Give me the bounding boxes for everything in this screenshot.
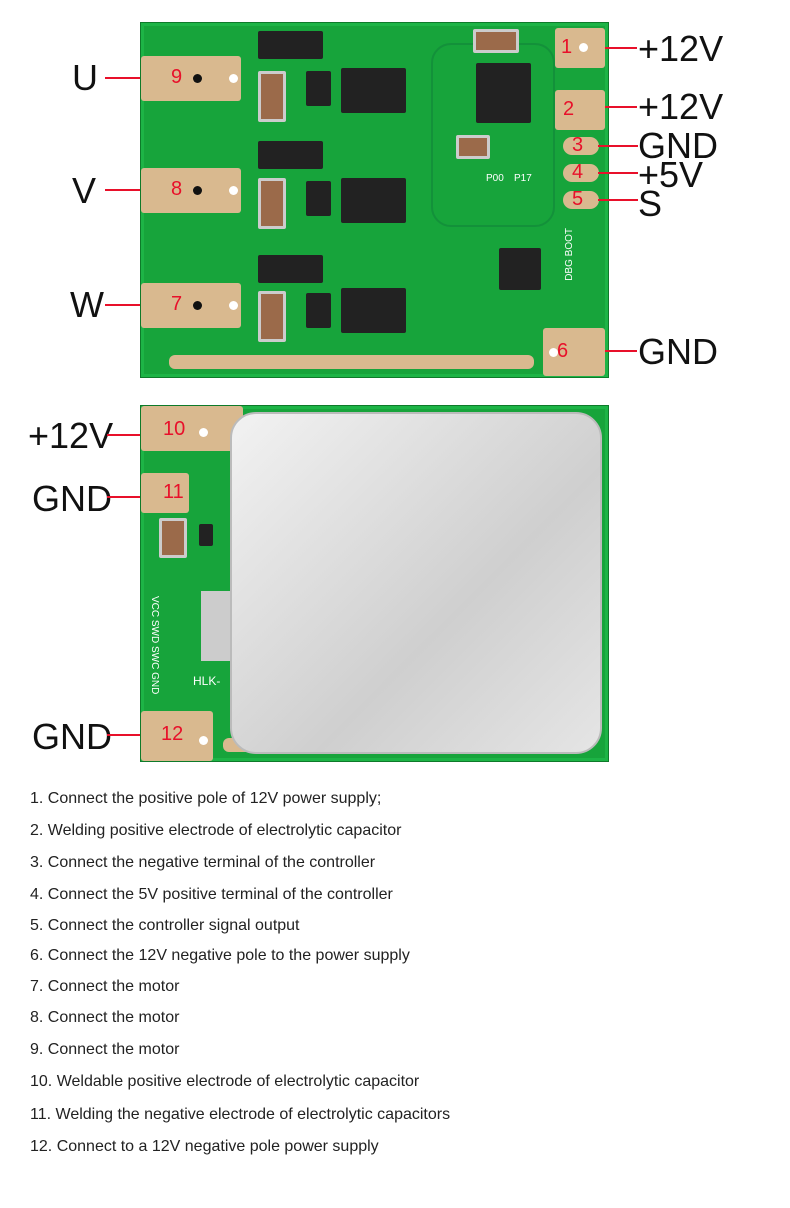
driver-chip (306, 293, 331, 328)
mosfet-chip (258, 141, 323, 169)
pin-description: 3. Connect the negative terminal of the … (30, 854, 376, 871)
capacitor (258, 178, 286, 229)
leader-line (605, 106, 637, 108)
capacitor (159, 518, 187, 558)
pad-11: 11 (141, 473, 189, 513)
pin-description: 9. Connect the motor (30, 1041, 180, 1058)
header-strip (169, 355, 534, 369)
leader-line (105, 77, 140, 79)
silk-pins: VCC SWD SWC GND (149, 596, 160, 695)
silk-p17: P17 (514, 173, 532, 184)
leader-line (107, 496, 140, 498)
pin-description: 7. Connect the motor (30, 978, 180, 995)
label-gnd: GND (638, 125, 718, 166)
label-s: S (638, 183, 663, 224)
metal-shield (230, 412, 602, 754)
pad-10: 10 (141, 406, 243, 451)
leader-line (105, 189, 140, 191)
capacitor (258, 291, 286, 342)
pad-3: 3 (563, 134, 599, 156)
label-12v-10: +12V (28, 415, 114, 456)
mosfet-chip (258, 31, 323, 59)
pad-12: 12 (141, 711, 213, 761)
pad-2: 2 (555, 90, 605, 130)
driver-chip (306, 71, 331, 106)
leader-line (605, 350, 637, 352)
leader-line (598, 172, 638, 174)
leader-line (107, 434, 140, 436)
pad-6: 6 (543, 328, 605, 376)
silk-p00: P00 (486, 173, 504, 184)
pin-description: 5. Connect the controller signal output (30, 917, 300, 934)
leader-line (107, 734, 140, 736)
pin-description: 4. Connect the 5V positive terminal of t… (30, 886, 393, 903)
label-gnd-6: GND (638, 331, 718, 372)
pin-description: 2. Welding positive electrode of electro… (30, 822, 402, 839)
diode (199, 524, 213, 546)
pin-description: 10. Weldable positive electrode of elect… (30, 1073, 420, 1090)
mosfet-chip (258, 255, 323, 283)
driver-chip (341, 288, 406, 333)
label-u: U (72, 57, 98, 98)
pad-1: 1 (555, 28, 605, 68)
label-12v-2: +12V (638, 86, 724, 127)
pin-description: 1. Connect the positive pole of 12V powe… (30, 790, 382, 807)
mcu-chip (499, 248, 541, 290)
module-pins (201, 591, 231, 661)
top-pcb-board: P00 P17 DBG BOOT 9 8 7 1 2 3 4 5 6 (140, 22, 609, 378)
pad-8: 8 (141, 168, 241, 213)
pad-5: 5 (563, 188, 599, 210)
label-w: W (70, 284, 104, 325)
pad-7: 7 (141, 283, 241, 328)
leader-line (105, 304, 140, 306)
pin-description: 12. Connect to a 12V negative pole power… (30, 1138, 379, 1155)
label-gnd-11: GND (32, 478, 112, 519)
capacitor (473, 29, 519, 53)
pad-9: 9 (141, 56, 241, 101)
silk-module: HLK- (193, 674, 221, 688)
capacitor (456, 135, 490, 159)
leader-line (598, 199, 638, 201)
label-gnd-12: GND (32, 716, 112, 757)
pad-4: 4 (563, 161, 599, 183)
pin-description: 11. Welding the negative electrode of el… (30, 1106, 451, 1123)
label-v: V (72, 170, 97, 211)
pin-description: 8. Connect the motor (30, 1009, 180, 1026)
driver-chip (341, 68, 406, 113)
silk-dbg-boot: DBG BOOT (564, 228, 575, 281)
driver-chip (306, 181, 331, 216)
label-12v-1: +12V (638, 28, 724, 69)
leader-line (605, 47, 637, 49)
capacitor (258, 71, 286, 122)
driver-chip (341, 178, 406, 223)
regulator-chip (476, 63, 531, 123)
label-5v: +5V (638, 154, 704, 195)
leader-line (598, 145, 638, 147)
pin-description: 6. Connect the 12V negative pole to the … (30, 947, 410, 964)
